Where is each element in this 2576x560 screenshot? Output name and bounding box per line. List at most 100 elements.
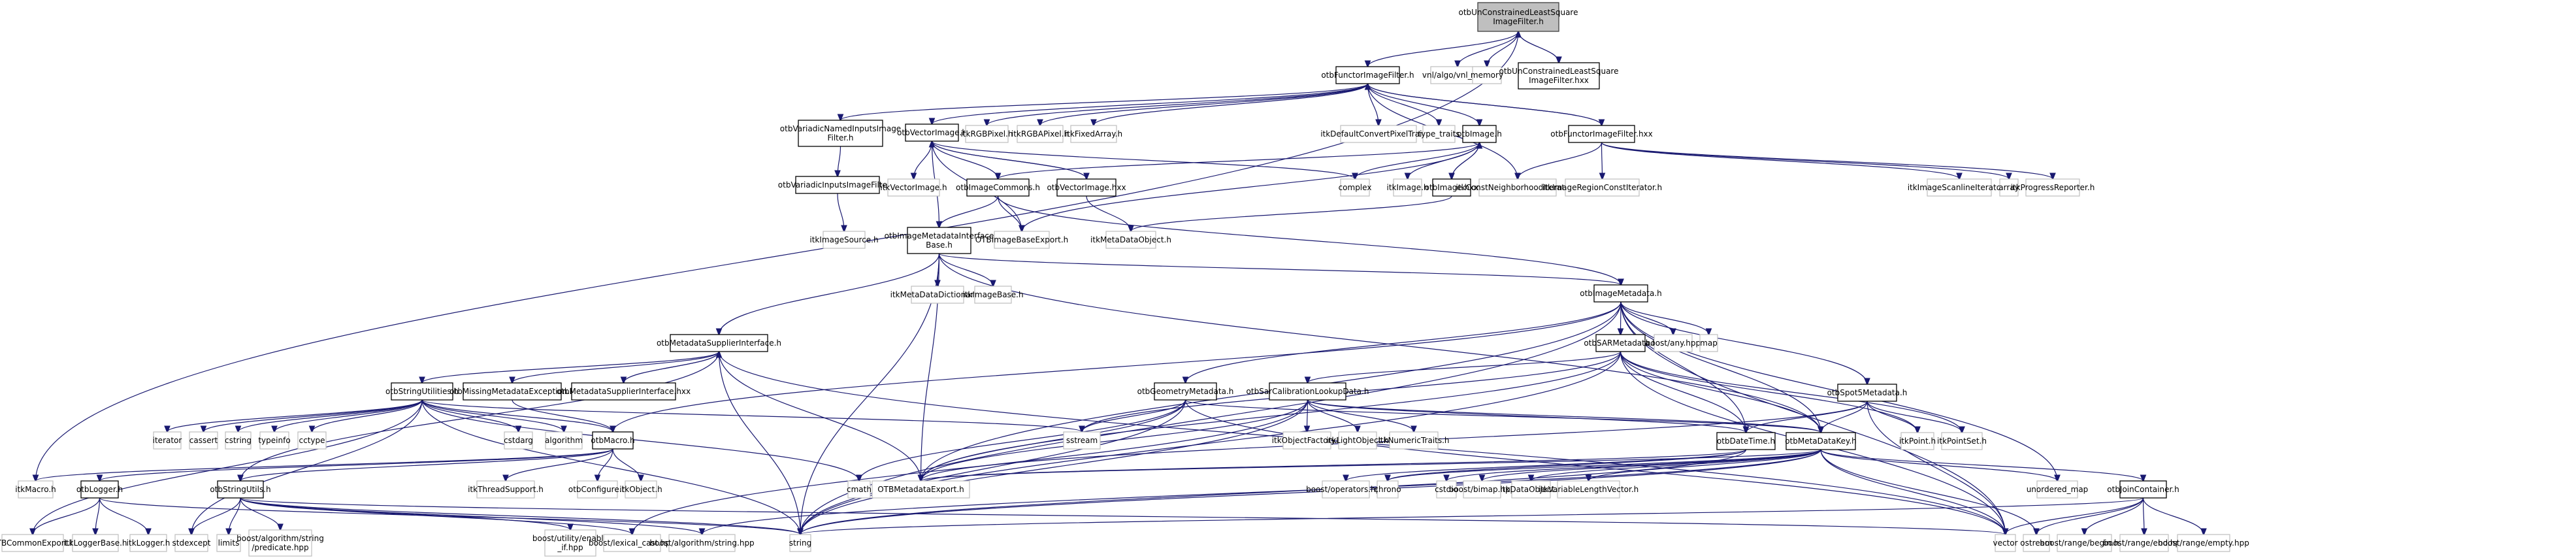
edge-strUtilities-to-stdexcept	[191, 399, 423, 535]
node-sarCalib[interactable]: otbSarCalibrationLookupData.h	[1247, 382, 1369, 401]
node-box	[1389, 431, 1439, 450]
edge-spot5-to-vector	[1867, 401, 2006, 535]
node-box	[823, 231, 866, 249]
node-box	[1568, 125, 1635, 143]
node-sarMeta[interactable]: otbSARMetadata.h	[1584, 334, 1657, 352]
node-label: boost/range/begin.hpp	[2040, 538, 2128, 548]
node-label: boost/bimap.hpp	[1449, 485, 1516, 494]
edge-otbMacro-to-otbLogger	[100, 448, 613, 481]
node-box	[476, 480, 535, 499]
node-numTraits: itkNumericTraits.h	[1378, 431, 1450, 450]
node-box	[1900, 432, 1934, 450]
node-box	[1154, 382, 1217, 401]
node-vecImgHxx[interactable]: otbVectorImage.hxx	[1047, 178, 1126, 197]
edge-otbImage-to-imgBaseExport	[1022, 142, 1480, 231]
node-unorderedMap: unordered_map	[2027, 480, 2088, 499]
node-strUtilities[interactable]: otbStringUtilities.h	[385, 382, 459, 401]
node-label: otbImage.h	[1457, 129, 1502, 139]
node-otbImageHxx[interactable]: otbImage.hxx	[1425, 178, 1479, 197]
node-label: otbVectorImage.h	[897, 128, 967, 137]
node-label: limits	[218, 538, 240, 548]
node-rootHxx[interactable]: otbUnConstrainedLeastSquareImageFilter.h…	[1499, 62, 1619, 90]
node-label: otbSpot5Metadata.h	[1827, 388, 1908, 397]
node-label: itkImageBase.h	[962, 290, 1023, 299]
node-label: itkMetaDataObject.h	[1090, 235, 1171, 244]
edge-varInputs-to-imgSource	[837, 193, 844, 231]
node-dateTime[interactable]: otbDateTime.h	[1716, 432, 1776, 450]
node-label: itkConstNeighborhoodIterator.h	[1456, 183, 1580, 192]
edge-sarMeta-to-sstream	[1082, 351, 1622, 432]
edge-vecImgHxx-to-vecImg	[932, 141, 1087, 180]
node-box	[225, 431, 252, 450]
node-mdSupplier[interactable]: otbMetadataSupplierInterface.h	[657, 334, 781, 352]
edge-dateTime-to-chrono	[1388, 449, 1747, 481]
node-box	[1063, 431, 1101, 450]
node-vecImg[interactable]: otbVectorImage.h	[897, 124, 967, 142]
node-map: map	[1699, 334, 1718, 352]
edge-strUtilities-to-cctype	[312, 399, 423, 432]
node-label: itkImageScanlineIterator.h	[1908, 183, 2012, 192]
node-memory: memory	[1471, 66, 1503, 84]
node-mdSupplierHxx[interactable]: otbMetadataSupplierInterface.hxx	[557, 382, 691, 401]
node-functorF[interactable]: otbFunctorImageFilter.h	[1321, 66, 1414, 84]
node-box	[391, 382, 453, 401]
node-boostOps: boost/operators.hpp	[1306, 480, 1386, 499]
node-fixedArr: itkFixedArray.h	[1065, 125, 1122, 143]
node-spot5[interactable]: otbSpot5Metadata.h	[1827, 384, 1908, 402]
edge-root-to-memory	[1487, 31, 1519, 67]
node-stdexcept: stdexcept	[172, 534, 211, 552]
node-mdKey[interactable]: otbMetaDataKey.h	[1785, 432, 1857, 450]
node-box	[1436, 480, 1457, 499]
node-imgCommons[interactable]: otbImageCommons.h	[956, 178, 1040, 197]
node-label: itkLogger.h	[127, 538, 171, 548]
node-box	[1432, 178, 1471, 197]
edge-sarMeta-to-itkPointSet	[1620, 351, 1963, 433]
edge-otbMacro-to-strUtils	[240, 448, 613, 481]
node-otbImage[interactable]: otbImage.h	[1457, 125, 1502, 143]
edge-sarCalib-to-mdKey	[1307, 399, 1821, 433]
node-box	[216, 534, 241, 552]
node-label: chrono	[1374, 485, 1401, 494]
node-label: cassert	[189, 436, 218, 445]
node-label: boost/any.hpp	[1646, 338, 1701, 348]
node-label: otbVectorImage.hxx	[1047, 183, 1126, 192]
edge-otbMacro-to-otbConfigure	[598, 448, 613, 481]
node-geomMeta[interactable]: otbGeometryMetadata.h	[1137, 382, 1234, 401]
node-label: sstream	[1066, 436, 1098, 445]
node-box	[1999, 178, 2019, 197]
edge-strUtilities-to-cstring	[238, 399, 423, 432]
edge-vecImg-to-complex	[931, 140, 1356, 179]
node-strUtils[interactable]: otbStringUtils.h	[210, 480, 271, 499]
edge-otbLogger-to-commonExport	[33, 497, 101, 535]
node-box	[668, 534, 736, 552]
edge-mdKey-to-ostream	[1820, 449, 2036, 535]
node-varInputs[interactable]: otbVariadicInputsImageFilter.h	[778, 176, 897, 194]
node-otbLogger[interactable]: otbLogger.h	[76, 480, 123, 499]
node-label: ostream	[2020, 538, 2052, 548]
node-label: vector	[1993, 538, 2017, 548]
node-box	[1322, 480, 1370, 499]
edge-strUtilities-to-algorithm	[421, 399, 564, 432]
node-box	[798, 120, 883, 147]
node-otbMacro[interactable]: otbMacro.h	[591, 431, 635, 450]
node-joinCont[interactable]: otbJoinContainer.h	[2107, 480, 2179, 499]
node-functorHxx[interactable]: otbFunctorImageFilter.hxx	[1550, 125, 1653, 143]
node-rangeEnd: boost/range/end.hpp	[2103, 534, 2185, 552]
edge-mdSupplier-to-strUtilities	[422, 351, 720, 383]
node-label: itkFixedArray.h	[1065, 129, 1122, 139]
node-box	[1511, 480, 1551, 499]
node-label: itkRGBAPixel.h	[1011, 129, 1069, 139]
node-missingMeta[interactable]: otbMissingMetadataException.h	[449, 382, 575, 401]
node-box	[463, 382, 562, 401]
node-label: itkImageSource.h	[809, 235, 878, 244]
node-label: itkProgressReporter.h	[2011, 183, 2095, 192]
node-cassert: cassert	[189, 431, 218, 450]
edge-functorF-to-varNamed	[841, 83, 1369, 120]
nodes-layer: otbUnConstrainedLeastSquareImageFilter.h…	[0, 2, 2249, 557]
node-box	[248, 529, 312, 557]
node-label: otbSarCalibrationLookupData.h	[1247, 387, 1369, 396]
node-imgMeta[interactable]: otbImageMetadata.h	[1580, 284, 1662, 303]
